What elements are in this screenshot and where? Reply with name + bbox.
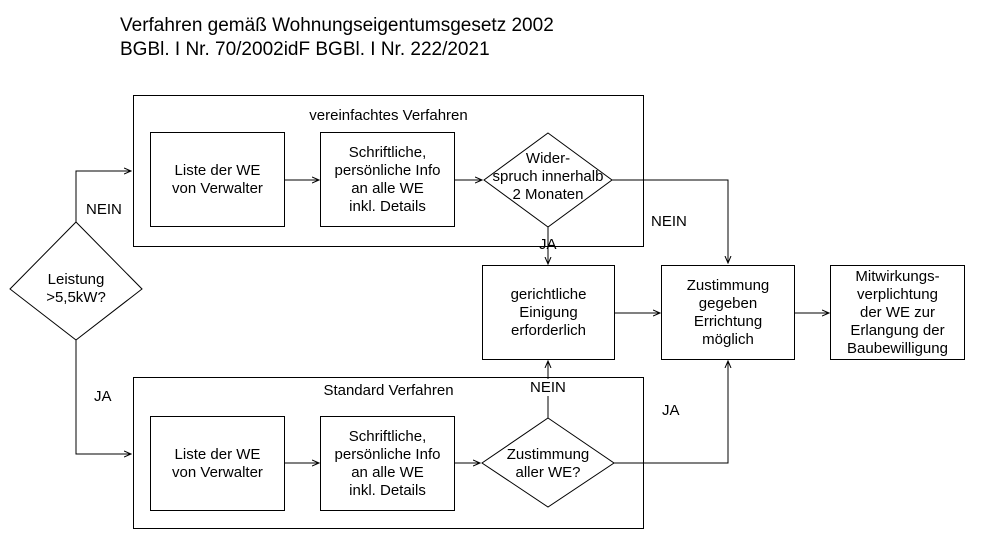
node-liste-bottom: Liste der WE von Verwalter xyxy=(150,416,285,511)
node-info-top: Schriftliche, persönliche Info an alle W… xyxy=(320,132,455,227)
group-simplified-title: vereinfachtes Verfahren xyxy=(309,107,468,124)
diagram-title: Verfahren gemäß Wohnungseigentumsgesetz … xyxy=(120,15,554,36)
edge-label-nein-left: NEIN xyxy=(86,201,122,218)
edge-leistung-ja xyxy=(75,340,131,454)
edge-label-ja-left: JA xyxy=(94,388,112,405)
node-zustimmung-gegeben: Zustimmung gegeben Errichtung möglich xyxy=(661,265,795,360)
diagram-subtitle: BGBl. I Nr. 70/2002idF BGBl. I Nr. 222/2… xyxy=(120,39,490,60)
group-simplified-procedure xyxy=(133,95,644,247)
node-einigung: gerichtliche Einigung erforderlich xyxy=(482,265,615,360)
edge-label-ja-zustimmung: JA xyxy=(662,402,680,419)
node-zustimmung-aller-label: Zustimmung aller WE? xyxy=(506,446,590,481)
node-info-bottom: Schriftliche, persönliche Info an alle W… xyxy=(320,416,455,511)
node-leistung-label: Leistung >5,5kW? xyxy=(46,271,106,306)
edge-widerspruch-nein xyxy=(612,179,728,263)
group-standard-title: Standard Verfahren xyxy=(323,382,454,399)
node-widerspruch-label: Wider- spruch innerhalb 2 Monaten xyxy=(492,150,604,203)
decision-zustimmung-shape xyxy=(481,417,615,508)
node-liste-top: Liste der WE von Verwalter xyxy=(150,132,285,227)
edge-label-nein-zustimmung: NEIN xyxy=(530,379,566,396)
edge-label-nein-widerspruch: NEIN xyxy=(651,213,687,230)
edge-zustimmung-aller-ja xyxy=(614,361,728,464)
group-standard-procedure xyxy=(133,377,644,529)
edge-leistung-nein xyxy=(75,171,131,222)
node-mitwirkung: Mitwirkungs- verplichtung der WE zur Erl… xyxy=(830,265,965,360)
edge-label-ja-widerspruch: JA xyxy=(539,236,557,253)
